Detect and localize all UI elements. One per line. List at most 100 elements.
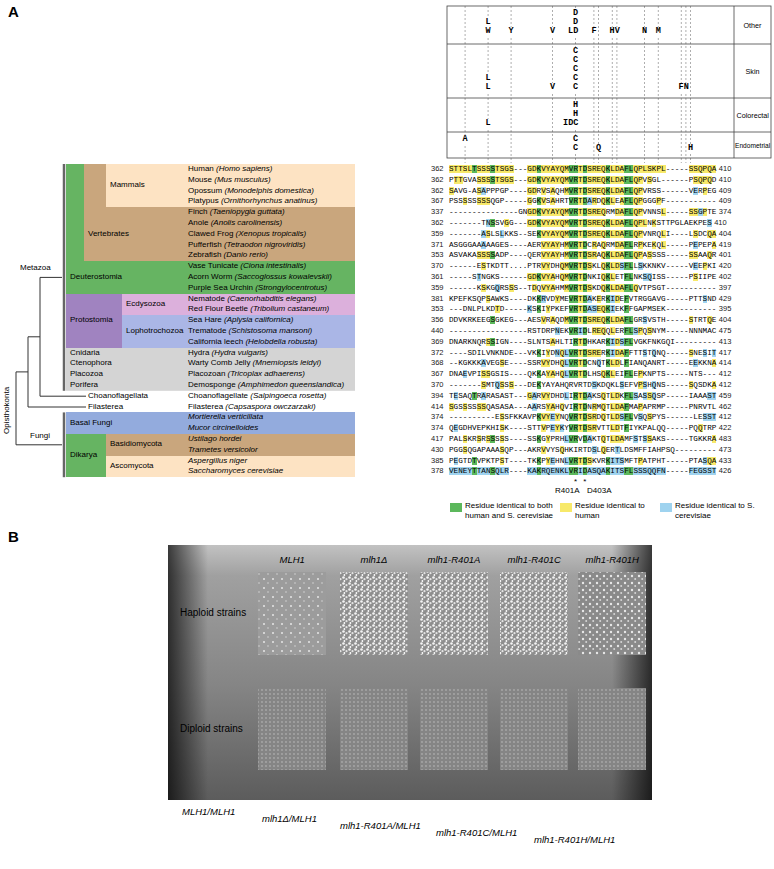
mutation-residue: M (656, 27, 661, 36)
mutation-residue: L (486, 83, 491, 92)
residue-highlight: Q (495, 467, 500, 475)
colony-patch (500, 572, 568, 655)
residue-number: 394 (431, 391, 444, 402)
residue-highlight: A (550, 316, 555, 324)
strain-label: mlh1-R401A (428, 554, 481, 566)
residue-highlight: A (550, 403, 555, 411)
sequence-row: -----------------RSTDRPNEKVRIDLREQQLERFL… (449, 326, 716, 337)
residue-highlight: D (532, 176, 537, 184)
residue-highlight: Q (601, 413, 606, 421)
asterisk: * (574, 477, 577, 487)
legend-swatch (660, 503, 672, 512)
residue-highlight: S (486, 295, 491, 303)
residue-highlight: Y (546, 305, 551, 313)
residue-highlight: S (449, 187, 454, 195)
residue-highlight: A (532, 392, 537, 400)
residue-number: 429 (719, 294, 732, 305)
table-row-label: Colorectal (737, 111, 769, 120)
residue-highlight: T (578, 413, 583, 421)
residue-highlight: L (629, 262, 634, 270)
mutation-residue: L (486, 119, 491, 128)
sequence-row: PSSSSSSSSQGP-----GGKVSAHRTVRTDARDQKLEAFL… (449, 196, 716, 207)
residue-highlight: Y (546, 349, 551, 357)
row-label: Diploid strains (180, 723, 243, 735)
residue-number: 483 (719, 434, 732, 445)
residue-number: 404 (719, 315, 732, 326)
mutation-residue: A (463, 135, 468, 144)
residue-highlight: D (532, 219, 537, 227)
colony-patch (258, 688, 326, 770)
residue-number: 433 (719, 456, 732, 467)
clade-label: Choanoflagellata (88, 391, 148, 402)
sequence-row: SGSSSSSSQASASA---AARSYAHQVIRTDNRMQTLDAFM… (449, 402, 716, 413)
residue-highlight: D (532, 273, 537, 281)
colony-patch (420, 688, 488, 770)
tree-branch (16, 371, 28, 372)
residue-highlight: P (703, 187, 708, 195)
residue-number: 417 (719, 348, 732, 359)
residue-highlight: L (629, 241, 634, 249)
clade-label: Dikarya (70, 450, 97, 461)
mutation-residue: C (573, 56, 578, 65)
residue-number: 381 (431, 294, 444, 305)
tree-branch (28, 407, 86, 408)
residue-highlight: S (481, 381, 486, 389)
residue-highlight: S (463, 197, 468, 205)
strain-label: MLH1/MLH1 (182, 806, 235, 818)
residue-number: 402 (719, 272, 732, 283)
residue-number: 361 (431, 272, 444, 283)
residue-highlight: T (578, 219, 583, 227)
residue-highlight: I (610, 305, 615, 313)
residue-highlight: Y (555, 208, 560, 216)
residue-highlight: S (689, 381, 694, 389)
mutation-residue: D (573, 18, 578, 27)
sequence-row: --KGKKKAVEGSE----SSRVYDHQLVRTDCNQTKLDLFI… (449, 358, 716, 369)
residue-number: 417 (431, 434, 444, 445)
residue-highlight: K (560, 424, 565, 432)
residue-highlight: E (454, 392, 459, 400)
strain-label: mlh1-R401H/MLH1 (534, 834, 615, 846)
residue-highlight: S (643, 381, 648, 389)
mutation-residue: Q (596, 144, 601, 153)
legend-text: Residue identical to both human and S. c… (465, 501, 557, 521)
residue-highlight: Q (495, 284, 500, 292)
residue-highlight: S (477, 435, 482, 443)
table-row-label: Other (744, 21, 762, 30)
species-name: Acorn Worm (Saccoglossus kowalevskii) (188, 272, 332, 283)
sequence-row: DDVKRKEEGSGKEG---AESVRAQDMVRTDSREQKLDAFL… (449, 315, 716, 326)
residue-highlight: D (583, 327, 588, 335)
residue-highlight: S (587, 457, 592, 465)
residue-highlight: Q (633, 284, 638, 292)
residue-highlight: L (629, 413, 634, 421)
residue-number: 385 (431, 456, 444, 467)
residue-highlight: A (550, 187, 555, 195)
residue-highlight: L (643, 219, 648, 227)
residue-highlight: D (615, 413, 620, 421)
mutation-residue: L (486, 18, 491, 27)
latin-name: (Taeniopygia guttata) (210, 207, 285, 216)
residue-highlight: T (477, 273, 482, 281)
latin-name: (Homo sapiens) (216, 164, 272, 173)
species-name: Mucor circinelloides (188, 423, 258, 434)
latin-name: (Helobdella robusta) (245, 337, 317, 346)
residue-highlight: T (712, 467, 717, 475)
residue-highlight: Y (555, 219, 560, 227)
residue-number: 420 (719, 261, 732, 272)
residue-highlight: Q (698, 176, 703, 184)
residue-highlight: T (472, 392, 477, 400)
residue-highlight: A (712, 457, 717, 465)
residue-highlight: S (647, 176, 652, 184)
residue-highlight: S (647, 251, 652, 259)
residue-highlight: D (615, 262, 620, 270)
residue-highlight: Q (698, 165, 703, 173)
residue-number: 367 (431, 196, 444, 207)
residue-highlight: D (615, 176, 620, 184)
residue-highlight: D (615, 403, 620, 411)
residue-highlight: S (486, 370, 491, 378)
species-name: Clawed Frog (Xenopus tropicalis) (188, 229, 306, 240)
species-name: Platypus (Ornithorhynchus anatinus) (188, 196, 317, 207)
table-rule (447, 44, 771, 45)
residue-highlight: N (555, 467, 560, 475)
sequence-row: PTTGVASSSSTSGS---GDKVYAYQMVRTDSREQKLDAFL… (449, 175, 716, 186)
residue-highlight: T (495, 305, 500, 313)
